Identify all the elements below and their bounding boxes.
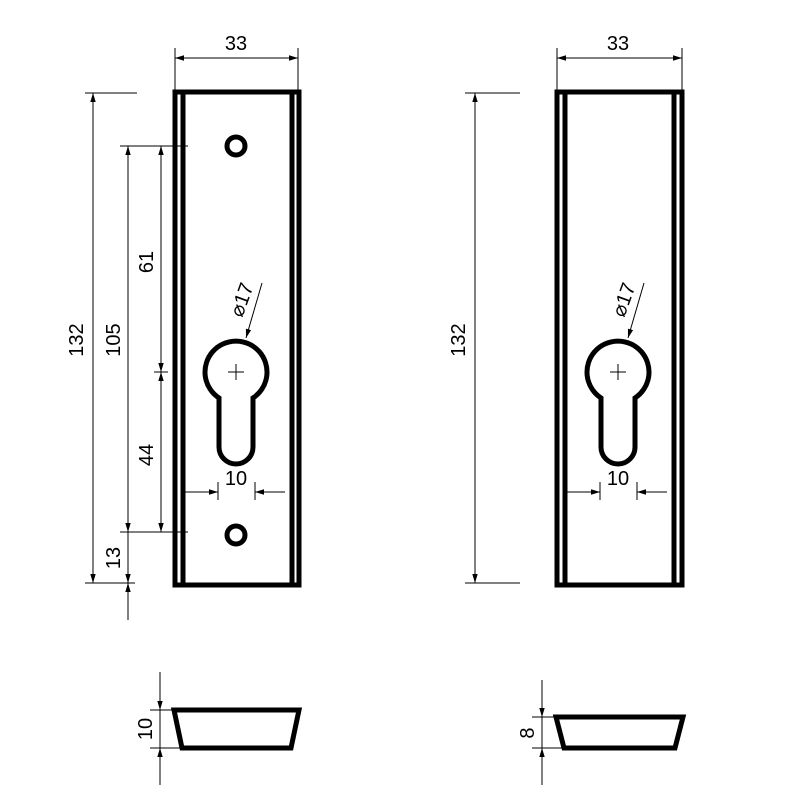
height-dimension: 132	[66, 323, 88, 356]
width-dimension: 33	[607, 33, 629, 55]
screw-hole-bottom	[224, 523, 248, 547]
slot-width-dimension: 10	[607, 468, 629, 490]
bottom-offset-dimension: 13	[103, 547, 125, 569]
front-dimensions: 33 132 105 61 44 13 ⌀17 10	[66, 33, 299, 620]
profile-left: 10	[135, 672, 303, 785]
thickness-dimension: 8	[517, 727, 539, 738]
slot-width-dimension: 10	[225, 468, 247, 490]
thickness-dimension: 10	[135, 718, 157, 740]
back-plate	[554, 89, 685, 588]
diameter-dimension: ⌀17	[608, 280, 640, 320]
cylinder-keyhole	[202, 338, 270, 467]
front-plate	[172, 89, 302, 588]
upper-dimension: 61	[136, 251, 158, 273]
diameter-dimension: ⌀17	[226, 280, 258, 320]
lower-dimension: 44	[136, 444, 158, 466]
screw-hole-top	[224, 134, 248, 158]
height-dimension: 132	[448, 323, 470, 356]
width-dimension: 33	[225, 33, 247, 55]
cylinder-keyhole	[584, 338, 652, 467]
hole-spacing-dimension: 105	[103, 323, 125, 356]
profile-right: 8	[517, 680, 687, 785]
